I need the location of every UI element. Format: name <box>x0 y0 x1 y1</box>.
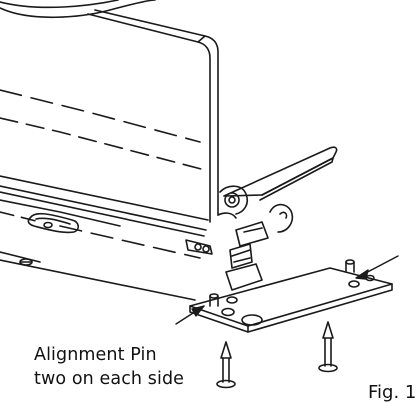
hinge-mechanism <box>185 185 294 291</box>
plate-pins <box>209 259 355 307</box>
base-plate <box>189 267 393 333</box>
figure-label: Fig. 1 <box>368 382 417 403</box>
back-panel <box>0 9 219 223</box>
leader-arrows <box>175 255 399 325</box>
rail-body <box>0 175 209 301</box>
loose-pin-right <box>318 321 338 373</box>
shelf-platform <box>217 146 338 219</box>
loose-pin-left <box>216 341 236 389</box>
callout-label-line2: two on each side <box>34 369 185 389</box>
callout-label-line1: Alignment Pin <box>34 345 157 365</box>
upper-object <box>0 0 156 19</box>
